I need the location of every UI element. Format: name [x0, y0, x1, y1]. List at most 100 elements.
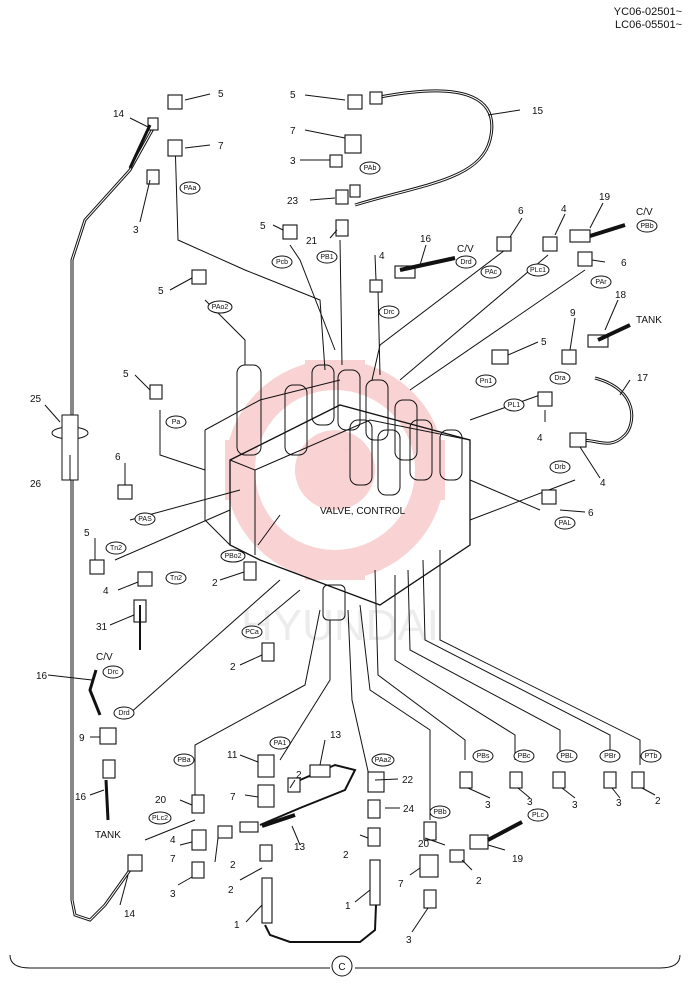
svg-text:26: 26: [30, 479, 42, 490]
port-PBo2: PBo2: [220, 549, 246, 563]
port-PL1: PL1: [503, 398, 525, 412]
svg-text:PA1: PA1: [274, 740, 287, 747]
svg-text:7: 7: [290, 126, 296, 137]
watermark: HYUNDAI: [225, 360, 445, 650]
cv-left-label: C/V: [96, 652, 113, 663]
svg-text:5: 5: [541, 337, 547, 348]
port-PAb: PAb: [359, 161, 381, 175]
svg-text:7: 7: [170, 854, 176, 865]
tank-right-label: TANK: [636, 315, 662, 326]
svg-text:23: 23: [287, 196, 299, 207]
svg-text:5: 5: [84, 528, 90, 539]
tank-left-label: TANK: [95, 830, 121, 841]
svg-text:6: 6: [518, 206, 524, 217]
cv-mid-label: C/V: [457, 244, 474, 255]
svg-text:18: 18: [615, 290, 627, 301]
svg-text:PAo2: PAo2: [212, 304, 229, 311]
port-PAc: PAc: [480, 265, 502, 279]
svg-text:3: 3: [406, 935, 412, 946]
svg-text:7: 7: [230, 792, 236, 803]
svg-text:7: 7: [218, 141, 224, 152]
port-PBr: PBr: [599, 749, 621, 763]
svg-text:4: 4: [600, 478, 606, 489]
svg-text:2: 2: [230, 860, 236, 871]
svg-text:Drd: Drd: [118, 710, 129, 717]
svg-text:Drb: Drb: [554, 464, 565, 471]
port-PB1: PB1: [316, 250, 338, 264]
svg-text:3: 3: [527, 797, 533, 808]
port-PTb: PTb: [640, 749, 662, 763]
port-Drb: Drb: [549, 460, 571, 474]
svg-text:1: 1: [234, 920, 240, 931]
svg-text:6: 6: [115, 452, 121, 463]
svg-text:6: 6: [588, 508, 594, 519]
port-Pn1: Pn1: [475, 374, 497, 388]
svg-text:19: 19: [599, 192, 611, 203]
svg-text:22: 22: [402, 775, 414, 786]
svg-text:PAc: PAc: [485, 269, 498, 276]
port-PBb2: PBb: [429, 805, 451, 819]
svg-text:PAb: PAb: [364, 165, 377, 172]
svg-text:3: 3: [616, 798, 622, 809]
svg-text:7: 7: [398, 879, 404, 890]
port-Tn2b: Tn2: [165, 571, 187, 585]
svg-text:Tn2: Tn2: [170, 575, 182, 582]
svg-text:14: 14: [113, 109, 125, 120]
svg-text:1: 1: [345, 901, 351, 912]
watermark-text: HYUNDAI: [241, 601, 439, 650]
cv-top-label: C/V: [636, 207, 653, 218]
port-Pa: Pa: [165, 415, 187, 429]
port-PBs: PBs: [472, 749, 494, 763]
svg-text:4: 4: [170, 835, 176, 846]
svg-text:14: 14: [124, 909, 136, 920]
port-DrdL: Drd: [113, 706, 135, 720]
svg-text:PB1: PB1: [320, 254, 333, 261]
svg-text:2: 2: [212, 578, 218, 589]
svg-text:3: 3: [290, 156, 296, 167]
svg-text:2: 2: [476, 876, 482, 887]
svg-text:Drc: Drc: [108, 669, 119, 676]
svg-text:11: 11: [227, 750, 238, 761]
svg-text:15: 15: [532, 106, 544, 117]
port-PLc2: PLc2: [148, 811, 172, 825]
svg-text:5: 5: [218, 89, 224, 100]
svg-text:5: 5: [158, 286, 164, 297]
circle-ref: C: [338, 962, 345, 973]
svg-text:20: 20: [155, 795, 167, 806]
svg-text:4: 4: [379, 251, 385, 262]
svg-text:16: 16: [36, 671, 48, 682]
port-PAL: PAL: [554, 516, 576, 530]
port-PAo2: PAo2: [207, 300, 233, 314]
svg-text:PLc: PLc: [532, 812, 545, 819]
callout-numbers: 5 7 3 14 5 7 3 15 23 5 21 16 6 4 19 6 4 …: [30, 89, 661, 946]
svg-text:2: 2: [230, 662, 236, 673]
svg-text:PAa: PAa: [184, 185, 197, 192]
port-PAa2: PAa2: [371, 753, 395, 767]
svg-text:3: 3: [170, 889, 176, 900]
port-Dra: Dra: [549, 371, 571, 385]
svg-text:PLc2: PLc2: [152, 815, 168, 822]
svg-text:PTb: PTb: [645, 753, 658, 760]
port-PBc: PBc: [513, 749, 535, 763]
serial-range-1: YC06-02501~: [613, 6, 682, 18]
svg-text:16: 16: [420, 234, 432, 245]
port-DrcL: Drc: [102, 665, 124, 679]
port-PBa: PBa: [173, 753, 195, 767]
port-Drd: Drd: [455, 255, 477, 269]
svg-text:PAr: PAr: [595, 279, 607, 286]
svg-text:Tn2: Tn2: [110, 545, 122, 552]
port-PBb: PBb: [636, 219, 658, 233]
svg-text:Drc: Drc: [384, 309, 395, 316]
svg-text:4: 4: [103, 586, 109, 597]
svg-text:PBb: PBb: [433, 809, 446, 816]
port-PLc1: PLc1: [526, 263, 550, 277]
svg-text:17: 17: [637, 373, 649, 384]
svg-text:Dra: Dra: [554, 375, 565, 382]
svg-text:9: 9: [79, 733, 85, 744]
svg-text:19: 19: [512, 854, 524, 865]
svg-text:PBL: PBL: [560, 753, 573, 760]
port-PA1: PA1: [269, 736, 291, 750]
svg-text:9: 9: [570, 308, 576, 319]
